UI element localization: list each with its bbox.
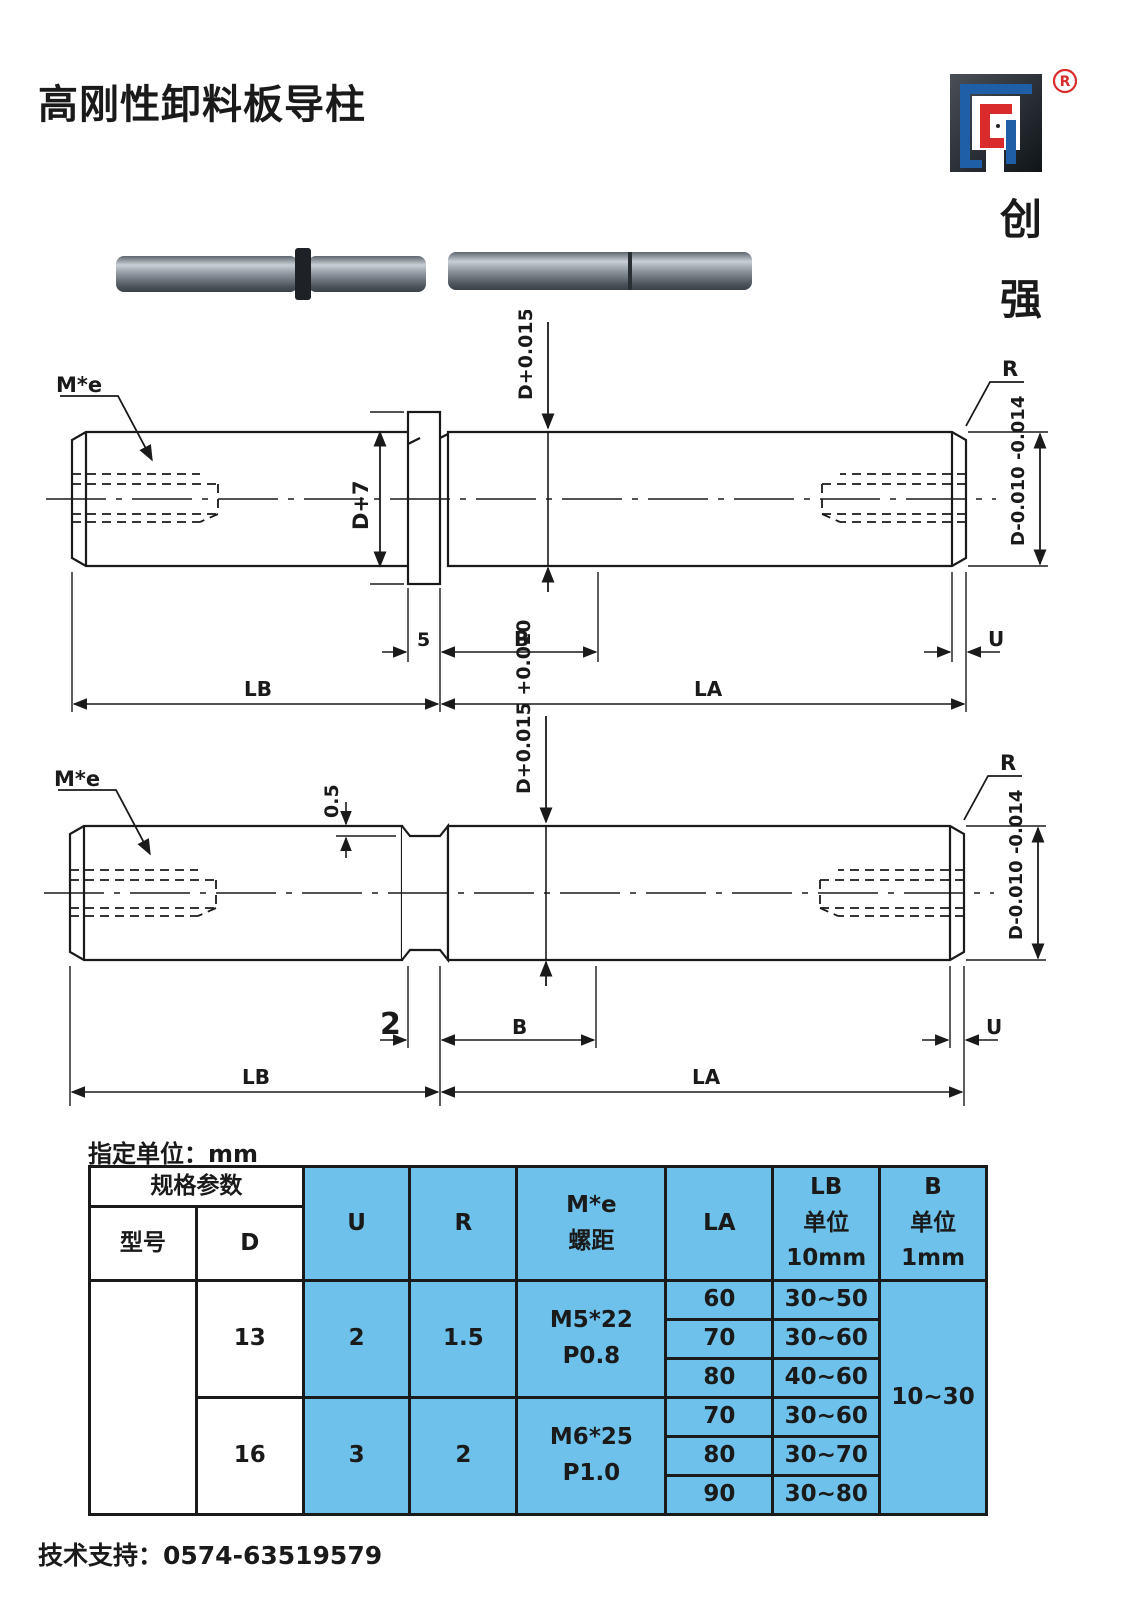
header-lb-line1: LB xyxy=(810,1174,843,1201)
cell-la: 60 xyxy=(664,1279,775,1321)
header-r: R xyxy=(408,1165,519,1282)
cell-thread-size: M5*22 xyxy=(549,1307,633,1334)
d2-tolerance-top: D+0.015 +0.010 xyxy=(513,620,535,794)
cell-la: 70 xyxy=(664,1396,775,1438)
cell-d: 13 xyxy=(194,1279,305,1399)
cell-thread: M5*22 P0.8 xyxy=(515,1279,668,1399)
header-b: B 单位 1mm xyxy=(878,1165,988,1282)
cell-la: 70 xyxy=(664,1318,775,1360)
spec-table: 规格参数 U R M*e 螺距 LA LB 单位 10mm B 单位 1mm 型… xyxy=(88,1165,988,1516)
d2-dim-la: LA xyxy=(692,1065,721,1089)
header-b-line1: B xyxy=(924,1174,942,1201)
header-model: 型号 xyxy=(88,1205,198,1282)
d2-radius-label: R xyxy=(1000,751,1016,775)
grooved-guide-post-photo xyxy=(448,252,752,290)
cell-thread: M6*25 P1.0 xyxy=(515,1396,668,1516)
cell-u: 3 xyxy=(301,1396,412,1516)
header-spec: 规格参数 xyxy=(88,1165,305,1208)
cell-la: 80 xyxy=(664,1357,775,1399)
cell-lb: 30~70 xyxy=(771,1435,882,1477)
d2-dim-groove: 2 xyxy=(380,1007,401,1042)
cell-d: 16 xyxy=(194,1396,305,1516)
page-title: 高刚性卸料板导柱 xyxy=(38,82,366,128)
header-b-line2: 单位 xyxy=(910,1209,957,1236)
d1-dim-u: U xyxy=(988,627,1004,651)
d1-thread-label: M*e xyxy=(56,373,102,397)
header-d: D xyxy=(194,1205,305,1282)
d2-thread-label: M*e xyxy=(54,767,100,791)
cell-r: 2 xyxy=(408,1396,519,1516)
header-la: LA xyxy=(664,1165,775,1282)
unit-label: 指定单位：mm xyxy=(88,1140,259,1168)
d2-dim-b: B xyxy=(512,1015,527,1039)
d1-dim-la: LA xyxy=(694,677,723,701)
table-row: 90 30~80 xyxy=(90,1474,987,1516)
d1-flange-diameter: D+7 xyxy=(349,480,373,530)
d1-tolerance-right: D-0.010 -0.014 xyxy=(1008,396,1029,546)
cell-thread-pitch: P1.0 xyxy=(562,1460,621,1486)
cell-thread-size: M6*25 xyxy=(549,1424,633,1451)
cell-lb: 30~60 xyxy=(771,1396,882,1438)
cell-thread-pitch: P0.8 xyxy=(562,1343,621,1369)
header-thread-line1: M*e xyxy=(566,1191,617,1218)
header-thread-line2: 螺距 xyxy=(568,1227,615,1254)
table-row: 80 40~60 xyxy=(90,1357,987,1399)
table-row: 80 30~70 xyxy=(90,1435,987,1477)
header-thread: M*e 螺距 xyxy=(515,1165,668,1282)
cell-lb: 30~80 xyxy=(771,1474,882,1516)
table-row: 16 3 2 M6*25 P1.0 70 30~60 xyxy=(90,1396,987,1516)
cell-lb: 40~60 xyxy=(771,1357,882,1399)
flanged-guide-post-photo xyxy=(116,248,426,300)
header-u: U xyxy=(301,1165,412,1282)
d1-dim-lb: LB xyxy=(244,677,272,701)
d1-dim-flange: 5 xyxy=(417,629,430,651)
registered-mark-icon: R xyxy=(1052,68,1078,94)
d2-groove-depth: 0.5 xyxy=(321,784,343,818)
cell-r: 1.5 xyxy=(408,1279,519,1399)
table-row: 70 30~60 xyxy=(90,1318,987,1360)
cell-la: 90 xyxy=(664,1474,775,1516)
d1-radius-label: R xyxy=(1002,357,1018,381)
header-lb: LB 单位 10mm xyxy=(771,1165,882,1282)
header-b-line3: 1mm xyxy=(901,1245,966,1272)
header-lb-line3: 10mm xyxy=(786,1245,867,1272)
technical-drawings: M*e D+0.015 +0.010 D+7 R D-0.010 -0.014 … xyxy=(44,310,1048,1106)
brand-char-2: 强 xyxy=(1000,275,1043,324)
d2-dim-lb: LB xyxy=(242,1065,270,1089)
table-row: 13 2 1.5 M5*22 P0.8 60 30~50 10~30 xyxy=(88,1279,988,1516)
brand-char-1: 创 xyxy=(1000,195,1043,244)
header-lb-line2: 单位 xyxy=(803,1209,850,1236)
brand-logo-icon xyxy=(950,74,1042,172)
svg-text:R: R xyxy=(1060,74,1071,90)
cell-lb: 30~60 xyxy=(771,1318,882,1360)
d1-dim-b: B xyxy=(514,627,529,651)
d2-tolerance-right: D-0.010 -0.014 xyxy=(1006,790,1027,940)
cell-u: 2 xyxy=(301,1279,412,1399)
tech-support: 技术支持：0574-63519579 xyxy=(38,1541,383,1570)
model-cell xyxy=(88,1279,198,1516)
cell-b: 10~30 xyxy=(878,1279,988,1516)
cell-la: 80 xyxy=(664,1435,775,1477)
d2-dim-u: U xyxy=(986,1015,1002,1039)
d1-tolerance-top: D+0.015 +0.010 xyxy=(515,310,537,400)
cell-lb: 30~50 xyxy=(771,1279,882,1321)
